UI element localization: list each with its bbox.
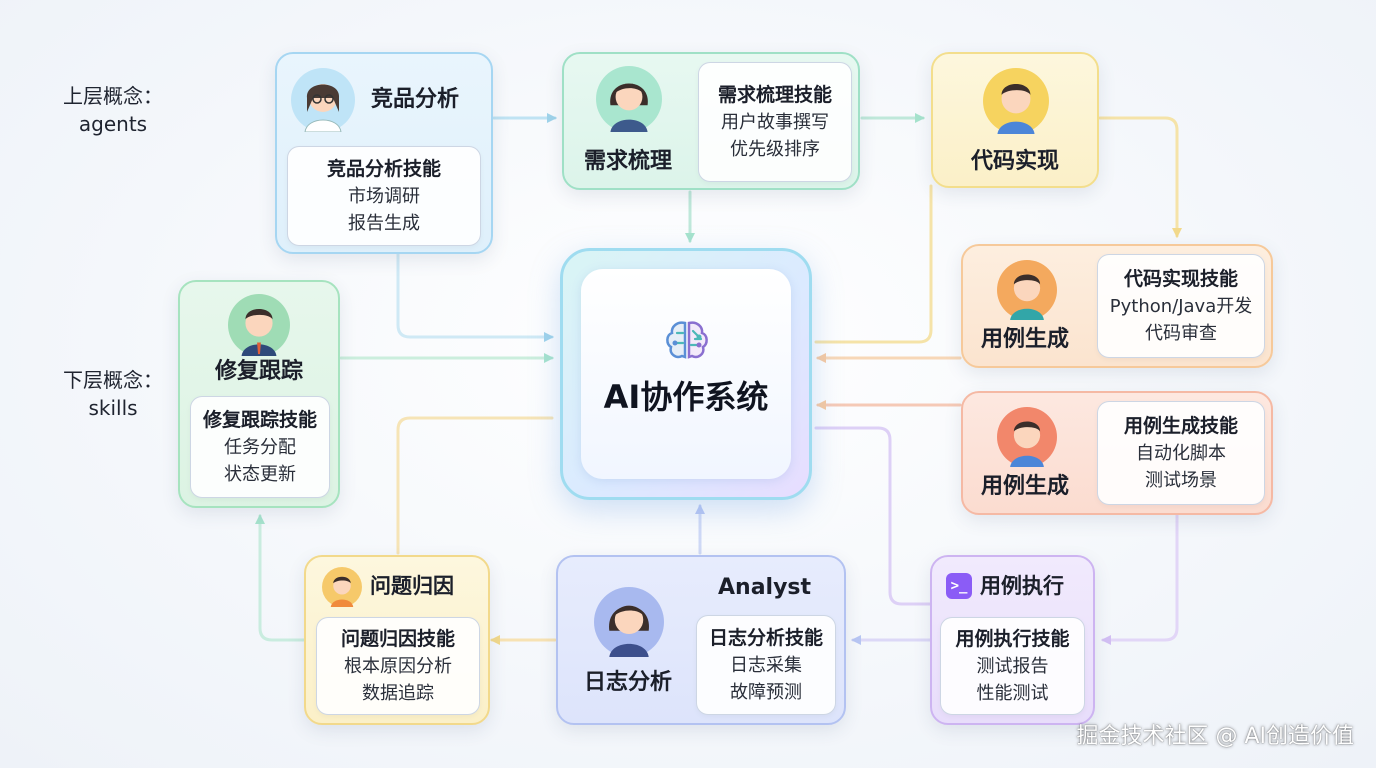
upper-concept-line2: agents <box>58 110 168 138</box>
male-engineer-avatar-icon <box>997 260 1057 320</box>
upper-concept-line1: 上层概念： <box>58 82 168 110</box>
watermark: 掘金技术社区 @ AI创造价值 <box>1076 718 1354 750</box>
requirements-card[interactable]: 需求梳理 需求梳理技能 用户故事撰写 优先级排序 <box>562 52 860 190</box>
agent-title: 需求梳理 <box>584 148 672 176</box>
lower-concept-line1: 下层概念： <box>58 366 168 394</box>
terminal-icon: >_ <box>946 573 972 599</box>
agent-title: 用例生成 <box>981 473 1069 501</box>
skill-item: 测试场景 <box>1145 467 1217 494</box>
lower-concept-line2: skills <box>58 394 168 422</box>
skill-box: 竞品分析技能 市场调研 报告生成 <box>287 146 481 246</box>
skill-title: 竞品分析技能 <box>327 155 441 183</box>
skill-item: 任务分配 <box>224 434 296 461</box>
arrow-code-to-center <box>816 186 931 342</box>
skill-title: 用例执行技能 <box>955 625 1069 653</box>
agent-title: 日志分析 <box>584 669 672 697</box>
upper-concept-label: 上层概念： agents <box>58 82 168 138</box>
brain-circuit-icon <box>661 317 713 365</box>
agent-title: 用例执行 <box>980 572 1064 600</box>
skill-item: 自动化脚本 <box>1136 440 1226 467</box>
arrow-competitive-to-center <box>398 254 552 337</box>
code-implementation-card[interactable]: 代码实现 <box>931 52 1099 188</box>
skill-item: 市场调研 <box>348 183 420 210</box>
skill-title: 用例生成技能 <box>1124 412 1238 440</box>
agent-title: 用例生成 <box>981 326 1069 354</box>
skill-title: 问题归因技能 <box>341 625 455 653</box>
center-system-panel: AI协作系统 <box>581 269 791 479</box>
case-execution-card[interactable]: >_ 用例执行 用例执行技能 测试报告 性能测试 <box>930 555 1095 725</box>
skill-item: 根本原因分析 <box>344 653 452 680</box>
female-analyst-avatar-icon <box>291 68 355 132</box>
male-investigator-avatar-icon <box>322 567 362 607</box>
skill-item: 代码审查 <box>1145 320 1217 347</box>
agent-title: 代码实现 <box>933 148 1097 176</box>
skill-box: 问题归因技能 根本原因分析 数据追踪 <box>316 617 480 715</box>
repair-tracking-card[interactable]: 修复跟踪 修复跟踪技能 任务分配 状态更新 <box>178 280 340 508</box>
skill-title: 需求梳理技能 <box>718 81 832 109</box>
competitive-analysis-card[interactable]: 竞品分析 竞品分析技能 市场调研 报告生成 <box>275 52 493 254</box>
male-tester-avatar-icon <box>997 407 1057 467</box>
center-title: AI协作系统 <box>581 377 791 417</box>
female-pm-avatar-icon <box>596 66 662 132</box>
skill-item: 测试报告 <box>977 653 1049 680</box>
arrow-rootcause-to-center <box>398 418 552 553</box>
skill-item: 状态更新 <box>224 461 296 488</box>
skill-item: 优先级排序 <box>730 136 820 163</box>
skill-item: Python/Java开发 <box>1110 293 1252 320</box>
skill-item: 用户故事撰写 <box>721 109 829 136</box>
lower-concept-label: 下层概念： skills <box>58 366 168 422</box>
analyst-header: Analyst <box>718 574 811 602</box>
skill-title: 代码实现技能 <box>1124 265 1238 293</box>
agent-title: 竞品分析 <box>371 86 459 114</box>
case-generation-card[interactable]: 用例生成 用例生成技能 自动化脚本 测试场景 <box>961 391 1273 515</box>
skill-item: 报告生成 <box>348 210 420 237</box>
skill-box: 日志分析技能 日志采集 故障预测 <box>696 615 836 715</box>
female-log-analyst-avatar-icon <box>594 587 664 657</box>
arrow-code-to-codeskill <box>1100 118 1177 236</box>
skill-title: 修复跟踪技能 <box>203 406 317 434</box>
center-system-card[interactable]: AI协作系统 <box>560 248 812 500</box>
skill-box: 修复跟踪技能 任务分配 状态更新 <box>190 396 330 498</box>
skill-item: 故障预测 <box>730 679 802 706</box>
arrow-casegen-to-caseexec <box>1103 515 1177 640</box>
male-developer-avatar-icon <box>983 68 1049 134</box>
agent-title: 问题归因 <box>370 572 454 600</box>
root-cause-card[interactable]: 问题归因 问题归因技能 根本原因分析 数据追踪 <box>304 555 490 725</box>
agent-title: 修复跟踪 <box>180 358 338 386</box>
log-analysis-card[interactable]: Analyst 日志分析 日志分析技能 日志采集 故障预测 <box>556 555 846 725</box>
skill-title: 日志分析技能 <box>709 624 823 652</box>
skill-item: 性能测试 <box>977 680 1049 707</box>
skill-item: 日志采集 <box>730 652 802 679</box>
skill-box: 需求梳理技能 用户故事撰写 优先级排序 <box>698 62 852 182</box>
skill-box: 代码实现技能 Python/Java开发 代码审查 <box>1097 254 1265 358</box>
skill-item: 数据追踪 <box>362 680 434 707</box>
code-skill-card[interactable]: 用例生成 代码实现技能 Python/Java开发 代码审查 <box>961 244 1273 368</box>
skill-box: 用例生成技能 自动化脚本 测试场景 <box>1097 401 1265 505</box>
male-manager-avatar-icon <box>228 294 290 356</box>
arrow-rootcause-to-repair <box>260 516 304 640</box>
skill-box: 用例执行技能 测试报告 性能测试 <box>940 617 1085 715</box>
